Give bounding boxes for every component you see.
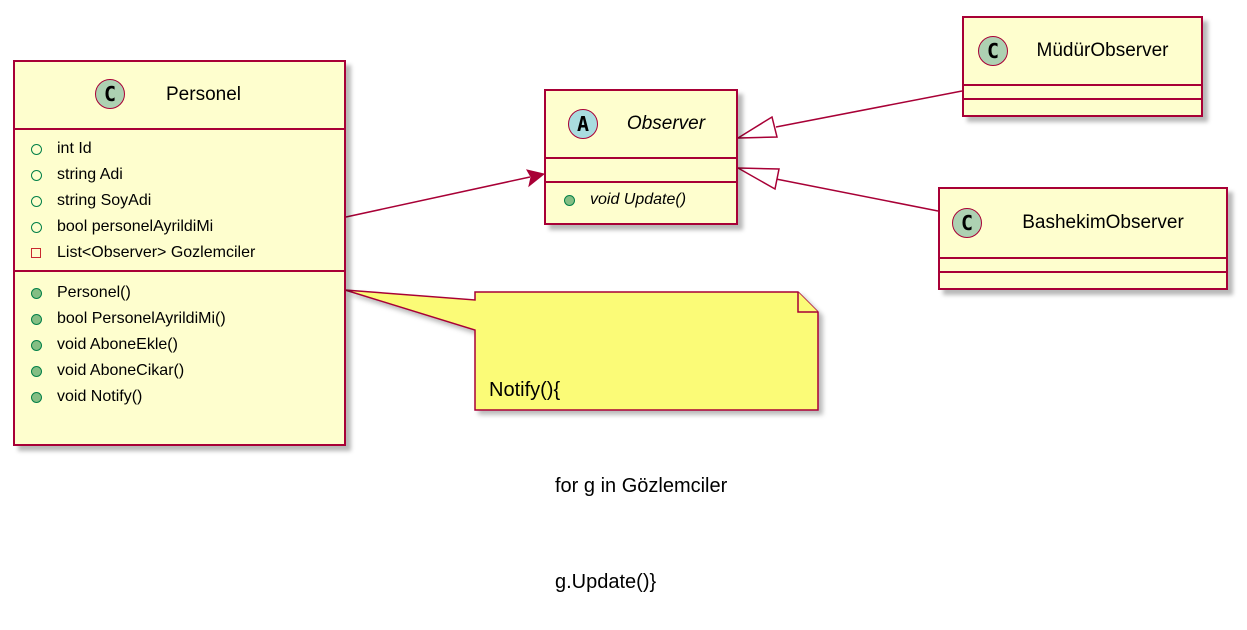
method-text: void AboneEkle() [57, 336, 178, 353]
field-row: List<Observer> Gozlemciler [15, 240, 344, 266]
method-text: Personel() [57, 284, 131, 301]
fields-section [964, 86, 1201, 100]
field-text: string SoyAdi [57, 192, 152, 209]
generalization-mudur [735, 90, 963, 139]
method-text: void Update() [590, 191, 687, 208]
methods-section: Personel() bool PersonelAyrildiMi() void… [15, 272, 344, 410]
method-row: void AboneCikar() [15, 358, 344, 384]
field-text: List<Observer> Gozlemciler [57, 244, 256, 261]
field-text: int Id [57, 140, 92, 157]
fields-section [546, 159, 736, 183]
fields-section: int Id string Adi string SoyAdi bool per… [15, 130, 344, 272]
public-method-icon [31, 314, 42, 325]
field-row: int Id [15, 136, 344, 162]
public-method-icon [31, 340, 42, 351]
field-row: bool personelAyrildiMi [15, 214, 344, 240]
class-stereotype-icon: C [95, 79, 125, 109]
field-row: string SoyAdi [15, 188, 344, 214]
public-field-icon [31, 196, 42, 207]
class-stereotype-icon: C [952, 208, 982, 238]
class-name: Personel [166, 84, 241, 105]
association-arrow [345, 169, 546, 218]
methods-section [940, 273, 1226, 287]
private-field-icon [31, 248, 41, 258]
public-method-icon [564, 195, 575, 206]
field-text: string Adi [57, 166, 123, 183]
method-row: void AboneEkle() [15, 332, 344, 358]
class-bashekim-observer[interactable]: C BashekimObserver [938, 187, 1228, 290]
note-line: for g in Gözlemciler [555, 475, 728, 497]
class-name: MüdürObserver [1036, 40, 1169, 61]
public-field-icon [31, 144, 42, 155]
field-row: string Adi [15, 162, 344, 188]
method-row: bool PersonelAyrildiMi() [15, 306, 344, 332]
methods-section: void Update() [546, 183, 736, 213]
public-field-icon [31, 170, 42, 181]
note-line: g.Update()} [555, 571, 657, 593]
abstract-stereotype-icon: A [568, 109, 598, 139]
note[interactable]: Notify(){ for g in Gözlemciler g.Update(… [475, 300, 818, 593]
class-header: C Personel [15, 62, 344, 130]
public-method-icon [31, 288, 42, 299]
method-text: void AboneCikar() [57, 362, 185, 379]
generalization-bashekim [737, 167, 939, 212]
class-stereotype-icon: C [978, 36, 1008, 66]
method-text: void Notify() [57, 388, 143, 405]
method-row: void Update() [546, 187, 736, 213]
public-method-icon [31, 392, 42, 403]
method-row: void Notify() [15, 384, 344, 410]
note-shape [344, 289, 819, 411]
method-text: bool PersonelAyrildiMi() [57, 310, 226, 327]
class-name: BashekimObserver [1022, 212, 1184, 233]
class-header: C BashekimObserver [940, 189, 1226, 259]
class-observer[interactable]: A Observer void Update() [544, 89, 738, 225]
class-header: A Observer [546, 91, 736, 159]
method-row: Personel() [15, 280, 344, 306]
fields-section [940, 259, 1226, 273]
field-text: bool personelAyrildiMi [57, 218, 214, 235]
note-line: Notify(){ [489, 379, 561, 401]
public-method-icon [31, 366, 42, 377]
class-mudur-observer[interactable]: C MüdürObserver [962, 16, 1203, 117]
methods-section [964, 100, 1201, 114]
class-personel[interactable]: C Personel int Id string Adi string SoyA… [13, 60, 346, 446]
diagram-canvas [344, 90, 963, 411]
class-name: Observer [626, 113, 706, 134]
public-field-icon [31, 222, 42, 233]
class-header: C MüdürObserver [964, 18, 1201, 86]
